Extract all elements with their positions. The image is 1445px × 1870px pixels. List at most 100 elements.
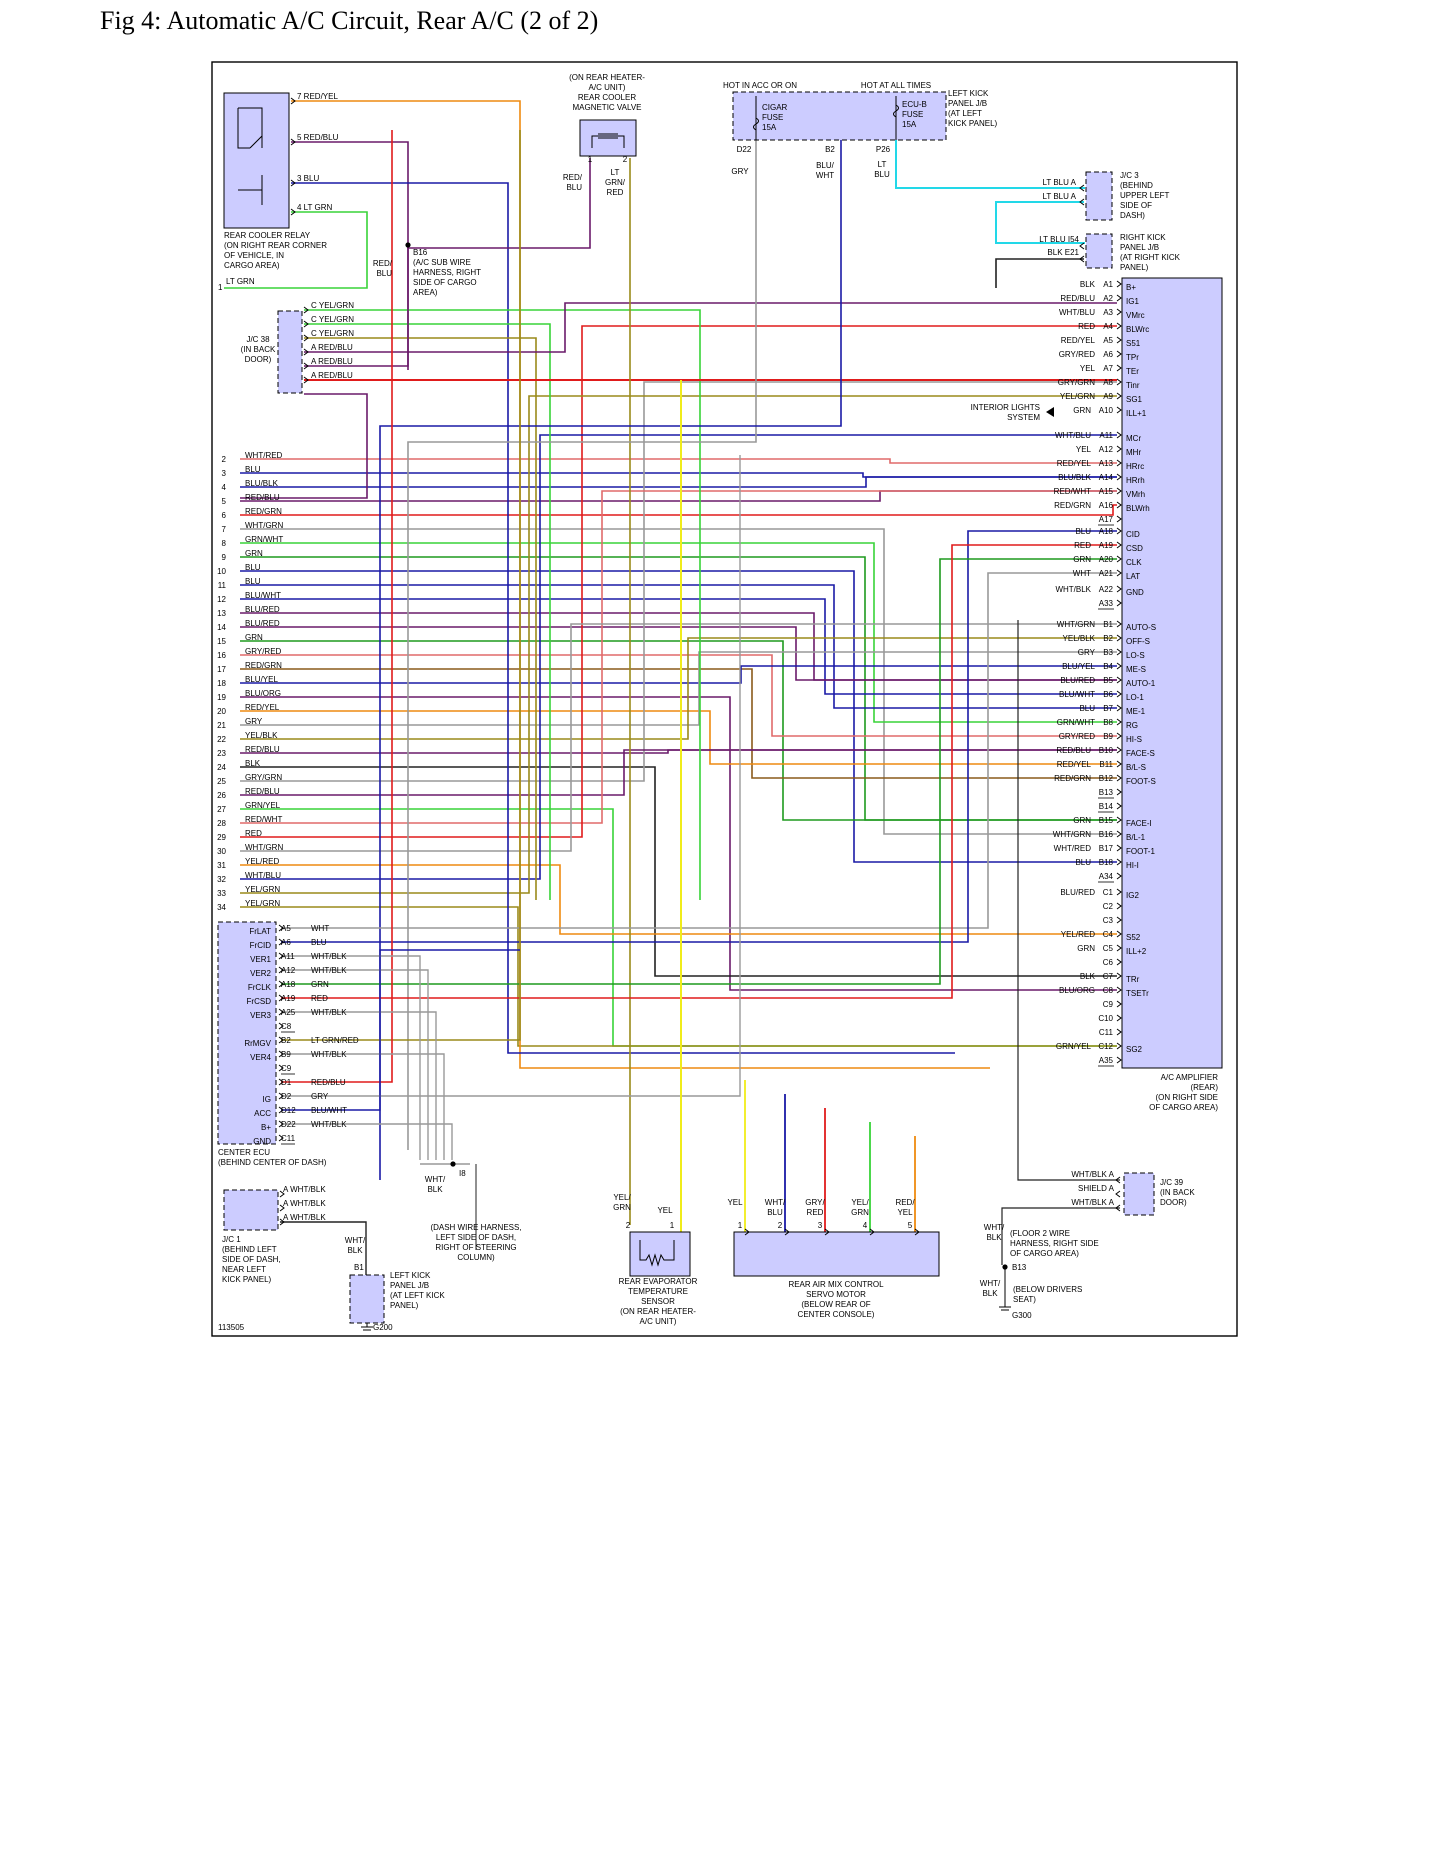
ecu-pin-function: GND <box>253 1137 271 1146</box>
bundle-wire-label: BLK <box>245 759 261 768</box>
bundle-wire-label: WHT/BLU <box>245 871 281 880</box>
amp-pin-wire-label: GRN <box>1073 816 1091 825</box>
bundle-wire <box>240 434 1117 880</box>
bundle-wire-label: RED/GRN <box>245 661 282 670</box>
evap-sensor-label: TEMPERATURE <box>628 1287 688 1296</box>
bundle-wire <box>240 490 1117 824</box>
jc1-pin-label: A WHT/BLK <box>283 1213 326 1222</box>
amp-pin-connector <box>1116 718 1122 726</box>
bundle-wire-label: BLU/RED <box>245 619 280 628</box>
ecu-pin-wire-label: LT GRN/RED <box>311 1036 359 1045</box>
g300-label: SEAT) <box>1013 1295 1036 1304</box>
bundle-wire <box>240 395 1117 894</box>
amp-pin-function: Tinr <box>1126 381 1140 390</box>
amp-pin-function: SG2 <box>1126 1045 1143 1054</box>
bundle-wire-number: 16 <box>217 651 226 660</box>
wires-layer <box>224 100 1120 1278</box>
amp-pin-function: MCr <box>1126 434 1141 443</box>
b13-label: OF CARGO AREA) <box>1010 1249 1079 1258</box>
bundle-wire-number: 9 <box>222 553 227 562</box>
amp-pin-wire-label: WHT/GRN <box>1057 620 1095 629</box>
amp-pin-wire-label: GRN <box>1073 555 1091 564</box>
jc3-connector <box>1079 198 1085 206</box>
bundle-wire <box>240 325 1117 838</box>
bundle-wire-label: BLU/YEL <box>245 675 278 684</box>
bundle-wire-label: BLU <box>245 563 261 572</box>
servo-label: REAR AIR MIX CONTROL <box>788 1280 884 1289</box>
ecu-connector <box>278 980 284 988</box>
ecu-connector <box>278 924 284 932</box>
amp-pin-connector <box>1116 459 1122 467</box>
magnetic-valve-label: REAR COOLER <box>578 93 636 102</box>
jc1-box <box>223 1189 279 1231</box>
fuse-symbols <box>753 96 899 140</box>
amp-pin-connector <box>1116 599 1122 607</box>
amp-pin-function: S52 <box>1126 933 1141 942</box>
ground-symbol-g300 <box>999 1267 1011 1311</box>
ecu-pin-function: VER4 <box>250 1053 271 1062</box>
ecu-pin-wire-label: WHT <box>311 924 329 933</box>
servo-wire-label: YEL <box>727 1198 743 1207</box>
servo-wire-label: RED/ <box>895 1198 915 1207</box>
servo-pin: 5 <box>908 1221 913 1230</box>
bundle-wire-number: 23 <box>217 749 226 758</box>
amp-pin-function: B/L-1 <box>1126 833 1146 842</box>
amp-pin-connector <box>1116 888 1122 896</box>
ecu-wire <box>281 130 393 1083</box>
ac-amplifier-label: OF CARGO AREA) <box>1149 1103 1218 1112</box>
hot-acc-label: HOT IN ACC OR ON <box>723 81 797 90</box>
amp-pin-wire-label: RED/BLU <box>1056 746 1091 755</box>
ecu-connector <box>278 938 284 946</box>
amp-pin-function: GND <box>1126 588 1144 597</box>
ecu-pin-id: A5 <box>281 924 291 933</box>
left-kick-top-label: (AT LEFT <box>948 109 982 118</box>
ecu-pin-function: FrCLK <box>248 983 272 992</box>
relay-label: OF VEHICLE, IN <box>224 251 284 260</box>
center-ecu-box <box>217 921 277 1145</box>
amp-pin-id: B10 <box>1099 746 1114 755</box>
ecu-pin-id: A6 <box>281 938 291 947</box>
bundle-wire <box>240 654 1117 737</box>
bundle-wire-number: 2 <box>222 455 227 464</box>
evap-sensor-label: (ON REAR HEATER- <box>620 1307 696 1316</box>
relay-pin-label: 4 LT GRN <box>297 203 332 212</box>
bundle-wire-label: BLU <box>245 577 261 586</box>
bundle-wire <box>240 626 1117 681</box>
amp-pin-id: A34 <box>1099 872 1114 881</box>
jc3-box <box>1085 171 1113 221</box>
amp-pin-connector <box>1116 280 1122 288</box>
ecu-connector <box>278 1064 284 1072</box>
servo-wire-label: YEL/ <box>851 1198 869 1207</box>
servo-connector <box>824 1228 830 1236</box>
servo-wire-label: YEL <box>897 1208 913 1217</box>
thermistor-symbol <box>639 1240 675 1267</box>
relay-pin-connector <box>290 97 296 105</box>
relay-pin-connector <box>290 179 296 187</box>
ecu-gry-wire <box>281 455 741 1097</box>
wire-gry-cigar <box>407 140 757 1150</box>
ecu-pin-function: VER2 <box>250 969 271 978</box>
wire-ltblu-jc3 <box>895 140 1085 189</box>
amp-pin-wire-label: RED <box>1078 322 1095 331</box>
left-kick-bottom-label: PANEL) <box>390 1301 419 1310</box>
servo-motor-box <box>733 1231 940 1277</box>
amp-pin-function: LAT <box>1126 572 1140 581</box>
evap-wire-label: YEL <box>657 1206 673 1215</box>
amp-pin-function: IG1 <box>1126 297 1139 306</box>
amp-pin-connector <box>1116 816 1122 824</box>
valve-coil <box>591 133 625 148</box>
amp-pin-id: A20 <box>1099 555 1114 564</box>
right-kick-pin-label: LT BLU I54 <box>1039 235 1079 244</box>
amp-pin-connector <box>1116 916 1122 924</box>
bundle-wire <box>240 381 1117 782</box>
amp-pin-wire-label: BLU/ORG <box>1059 986 1095 995</box>
amp-pin-id: C1 <box>1103 888 1114 897</box>
g300-wire-label: WHT/ <box>980 1279 1001 1288</box>
jc1-connector <box>279 1204 285 1212</box>
amp-pin-id: C8 <box>1103 986 1114 995</box>
ecu-pin-id: A19 <box>281 994 296 1003</box>
amp-pin-function: CLK <box>1126 558 1142 567</box>
bundle-wire-number: 8 <box>222 539 227 548</box>
bundle-wire <box>240 528 1117 835</box>
